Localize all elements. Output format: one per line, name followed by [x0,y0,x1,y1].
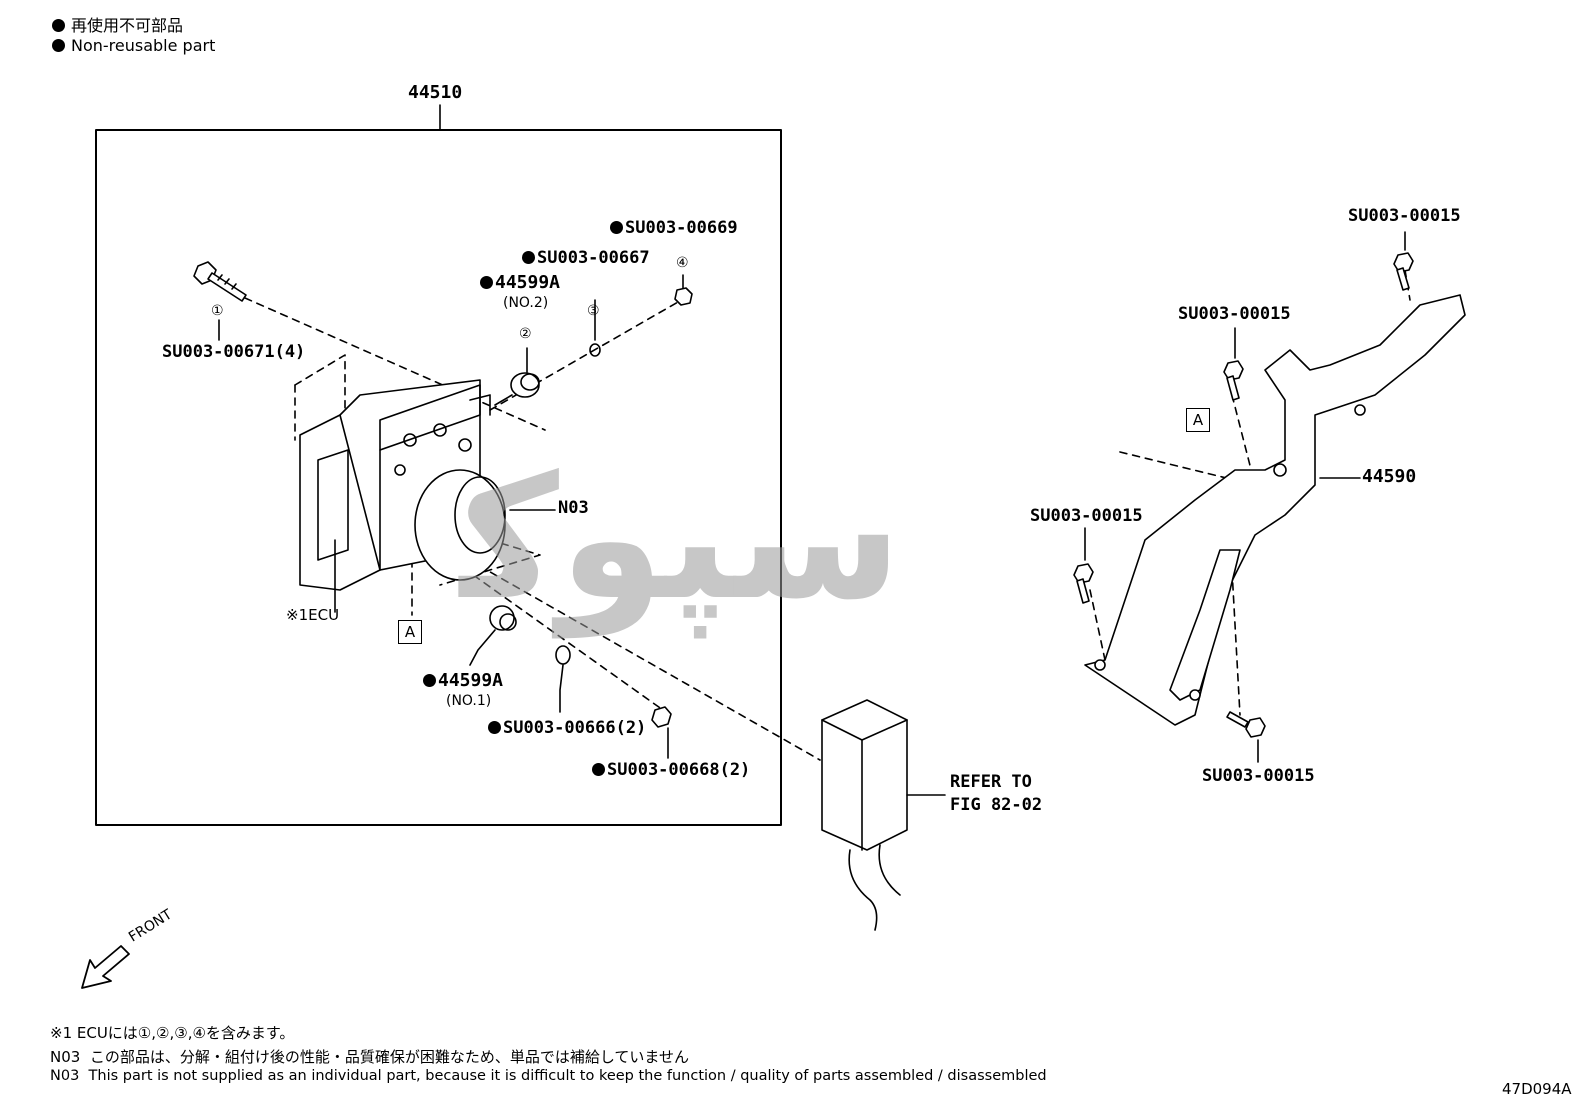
harness-connector [821,699,908,931]
bracket-bolt-mid-label: SU003-00015 [1030,506,1143,526]
grommet-1-sub: (NO.1) [446,693,492,709]
nut-4-shape [674,287,693,306]
legend-jp: 再使用不可部品 [52,12,183,36]
grommet-2-label: 44599A [480,272,560,293]
bracket-shape [1084,294,1466,726]
bracket-label: 44590 [1362,466,1417,487]
grommet-2-sub: (NO.2) [503,295,549,311]
assembly-frame [95,129,782,826]
note-n03-jp-key: N03 [50,1048,81,1066]
circle-2-label: ② [519,326,532,342]
non-reusable-icon [592,763,605,776]
bracket-bolt-bottom-label: SU003-00015 [1202,766,1315,786]
circle-1-label: ① [211,303,224,319]
n03-label: N03 [558,498,589,518]
front-arrow-icon [81,945,130,989]
bullet-icon [52,39,65,52]
legend-en-text: Non-reusable part [71,36,216,55]
nut-4-number: SU003-00669 [625,218,738,238]
bracket-bolt-top-label: SU003-00015 [1348,206,1461,226]
note-n03-en: N03 This part is not supplied as an indi… [50,1068,1047,1084]
note-n03-jp: N03 この部品は、分解・組付け後の性能・品質確保が困難なため、単品では補給して… [50,1046,689,1067]
nut-bottom-shape [651,706,672,728]
bolt-top-label: SU003-00671(4) [162,342,306,362]
non-reusable-icon [522,251,535,264]
washer-bottom-label: SU003-00666(2) [488,718,646,738]
non-reusable-icon [480,276,493,289]
assembly-number: 44510 [408,82,463,103]
grommet-2-shape [494,372,540,406]
circle-3-label: ③ [587,303,600,319]
washer-3-shape [589,343,601,357]
grommet-2-number: 44599A [495,272,561,293]
note-n03-jp-text: この部品は、分解・組付け後の性能・品質確保が困難なため、単品では補給していません [89,1048,689,1066]
legend-en: Non-reusable part [52,36,215,55]
figure-id: 47D094A [1502,1080,1572,1098]
legend-jp-text: 再使用不可部品 [71,16,184,35]
grommet-1-label: 44599A [423,670,503,691]
nut-bottom-label: SU003-00668(2) [592,760,750,780]
washer-bottom-number: SU003-00666(2) [503,718,647,738]
washer-bottom-shape [555,645,571,665]
non-reusable-icon [423,674,436,687]
bracket-bolt-shapes [1073,252,1414,738]
circle-4-label: ④ [676,255,689,271]
note-n03-en-key: N03 [50,1068,80,1084]
refer-line-1: REFER TO [950,772,1032,792]
washer-3-number: SU003-00667 [537,248,650,268]
watermark: ﺳﭙﻮﮐ [460,440,903,638]
non-reusable-icon [488,721,501,734]
note-n03-en-text: This part is not supplied as an individu… [88,1068,1047,1084]
bullet-icon [52,19,65,32]
nut-4-label: SU003-00669 [610,218,738,238]
bolt-1-shape [193,261,247,302]
bracket-bolt-upper-label: SU003-00015 [1178,304,1291,324]
nut-bottom-number: SU003-00668(2) [607,760,751,780]
refer-line-2: FIG 82-02 [950,795,1043,815]
non-reusable-icon [610,221,623,234]
ref-a-left: A [398,620,422,644]
grommet-1-number: 44599A [438,670,504,691]
actuator-body [299,379,506,591]
ecu-label: ※1ECU [286,606,340,624]
washer-3-label: SU003-00667 [522,248,650,268]
ref-a-right: A [1186,408,1210,432]
note-ecu: ※1 ECUには①,②,③,④を含みます。 [50,1024,295,1042]
grommet-1-shape [489,605,517,631]
